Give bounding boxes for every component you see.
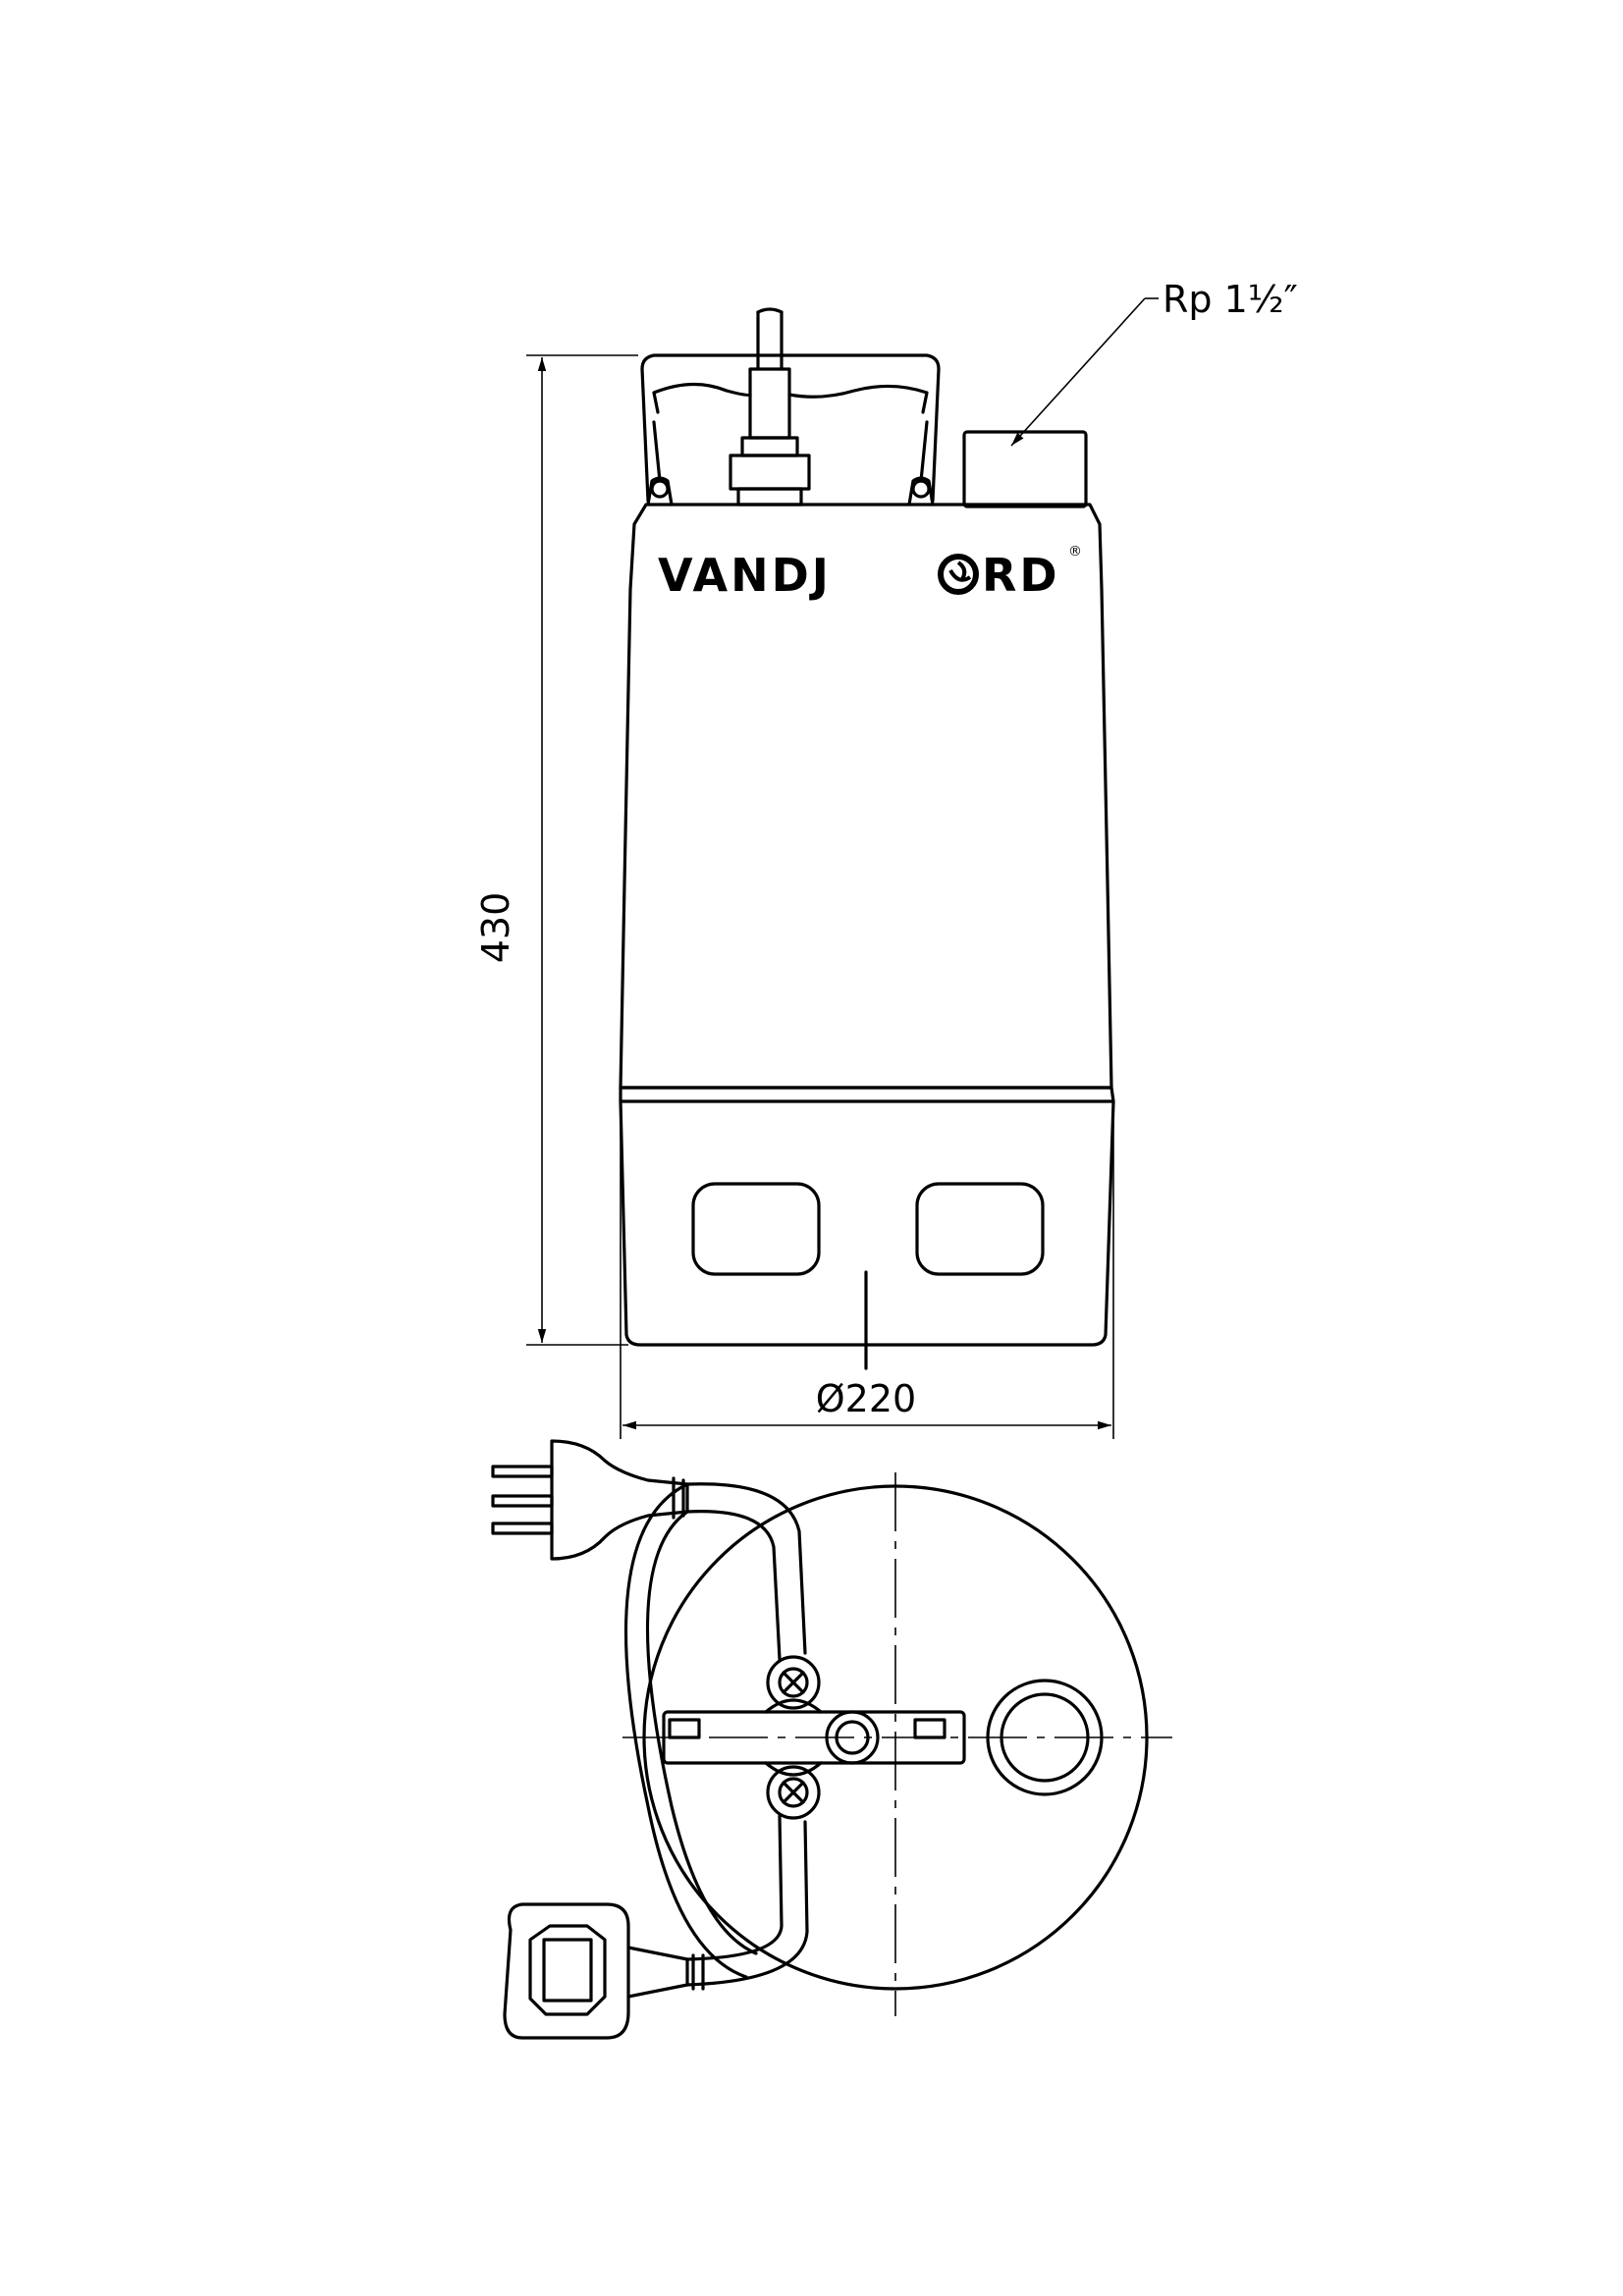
pump-base xyxy=(619,1086,1115,1370)
height-label: 430 xyxy=(474,892,517,964)
discharge-port-top xyxy=(986,1679,1104,1796)
mains-plug-icon xyxy=(491,1439,689,1561)
housing-outline xyxy=(642,1484,1149,1991)
outlet-thread-label: Rp 1½″ xyxy=(1163,278,1298,321)
top-view xyxy=(491,1439,1172,2040)
logo-swirl-icon xyxy=(938,554,979,595)
diameter-dimension: Ø220 xyxy=(620,1115,1114,1439)
svg-text:RD: RD xyxy=(982,549,1060,602)
brand-logo: VANDJ RD ® xyxy=(658,544,1082,602)
svg-text:VANDJ: VANDJ xyxy=(658,549,832,602)
cable-loop-outer xyxy=(685,1482,807,1655)
inlet-opening-right xyxy=(915,1182,1045,1276)
discharge-outlet xyxy=(962,430,1088,508)
mounting-bar xyxy=(662,1655,966,1820)
outlet-leader: Rp 1½″ xyxy=(1010,278,1298,447)
side-view: VANDJ RD ® 430 Ø220 xyxy=(474,278,1298,1439)
float-switch-icon xyxy=(503,1902,705,2040)
diameter-label: Ø220 xyxy=(816,1377,916,1420)
carry-handle xyxy=(640,353,941,507)
height-dimension: 430 xyxy=(474,354,638,1346)
power-cable-top xyxy=(729,307,811,507)
svg-text:®: ® xyxy=(1068,544,1082,560)
inlet-opening-left xyxy=(691,1182,821,1276)
